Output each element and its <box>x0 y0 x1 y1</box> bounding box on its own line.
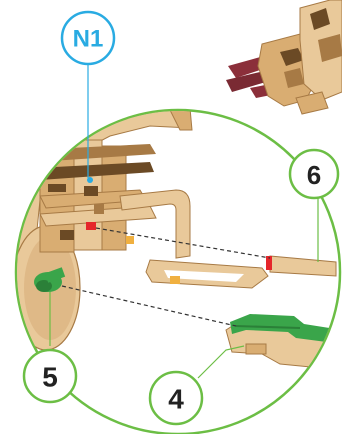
callout-4: 4 <box>150 372 202 424</box>
background-model <box>226 0 342 114</box>
callout-5: 5 <box>24 350 76 402</box>
callout-6: 6 <box>290 150 338 198</box>
callout-n1-label: N1 <box>73 26 104 53</box>
callout-n1: N1 <box>62 12 114 64</box>
callout-6-label: 6 <box>307 160 321 190</box>
callout-5-label: 5 <box>42 362 58 393</box>
callout-4-label: 4 <box>168 384 184 415</box>
